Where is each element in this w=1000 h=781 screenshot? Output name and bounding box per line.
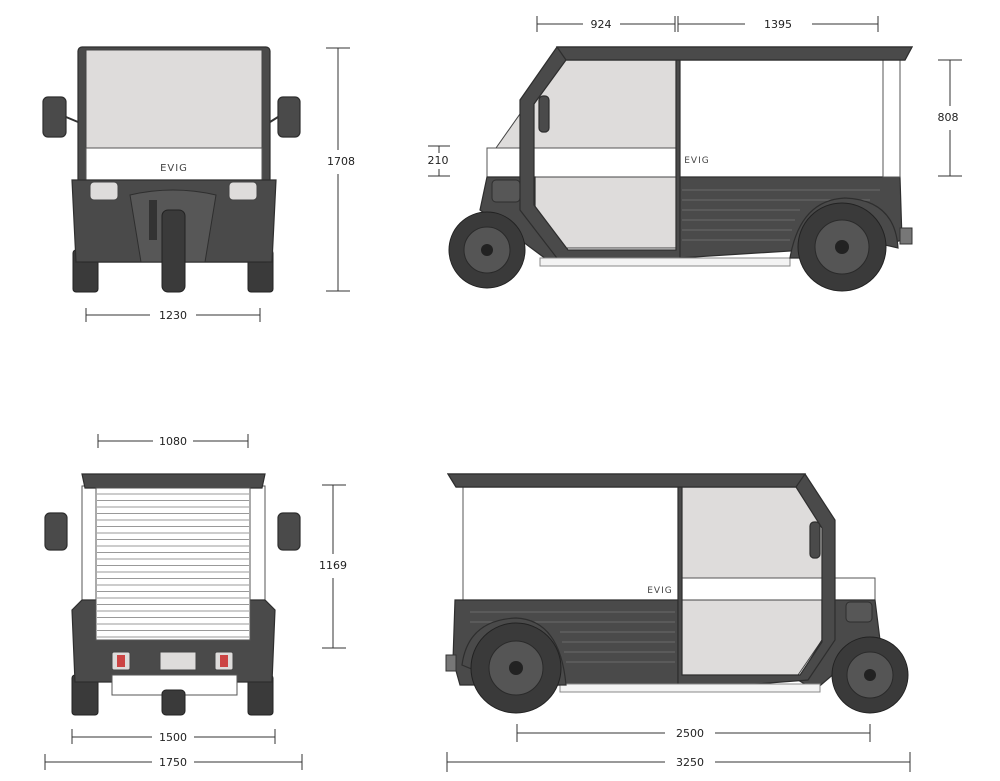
rear-view-left-mirror: [44, 512, 68, 551]
rear-view-roof: [81, 473, 266, 489]
dimension-cab-length: 924: [536, 16, 676, 32]
front-view: EVIG: [42, 46, 301, 293]
dimension-door-width: 1080: [97, 434, 249, 448]
svg-text:1169: 1169: [319, 559, 347, 572]
front-view-left-mirror: [42, 96, 67, 138]
side-view-headlight: [491, 179, 521, 203]
dimension-overall-length: 3250: [446, 752, 911, 772]
svg-text:2500: 2500: [676, 727, 704, 740]
dimension-door-height: 1169: [319, 484, 347, 649]
front-view-right-headlight: [228, 181, 258, 201]
dimension-cargo-height: 808: [938, 59, 962, 177]
svg-text:1230: 1230: [159, 309, 187, 322]
rear-view-roller-door-slats: [97, 493, 249, 638]
side-view-right-headlight: [845, 601, 873, 623]
svg-text:3250: 3250: [676, 756, 704, 769]
side-view-right-roof: [446, 473, 807, 488]
side-view-right-logo: EVIG: [647, 586, 672, 596]
front-view-white-band: [85, 147, 263, 181]
side-view-right-door-lower: [681, 599, 823, 676]
side-view-left: EVIG: [448, 46, 914, 292]
dimension-overall-width: 1750: [44, 754, 303, 770]
front-view-center-wheel: [161, 209, 186, 293]
dimension-band-height: 210: [428, 145, 450, 177]
svg-text:1708: 1708: [327, 155, 355, 168]
side-view-right-chassis: [559, 683, 821, 693]
side-view-logo: EVIG: [684, 156, 709, 166]
svg-text:1750: 1750: [159, 756, 187, 769]
front-view-windshield: [85, 49, 263, 149]
side-view-cargo-slats: [682, 189, 880, 241]
side-view-roof: [555, 46, 914, 61]
side-view-chassis: [539, 257, 791, 267]
side-view-right-rear-bumper: [445, 654, 457, 672]
svg-text:1500: 1500: [159, 731, 187, 744]
svg-text:808: 808: [938, 111, 959, 124]
dimension-front-height: 1708: [326, 47, 355, 292]
dimension-cargo-length: 1395: [677, 16, 879, 32]
rear-view-license-plate: [159, 651, 197, 671]
rear-view-right-mirror: [277, 512, 301, 551]
front-view-right-mirror: [277, 96, 301, 138]
front-view-left-headlight: [89, 181, 119, 201]
rear-view: [44, 473, 301, 716]
side-view-right-cargo-panel: [462, 486, 679, 601]
svg-text:1395: 1395: [764, 18, 792, 31]
svg-text:1080: 1080: [159, 435, 187, 448]
dimension-front-track: 1230: [85, 308, 261, 322]
dimension-wheelbase: 2500: [516, 724, 871, 742]
side-view-right-mirror: [809, 521, 821, 559]
rear-view-center-wheel: [161, 689, 186, 716]
side-view-cab-band: [486, 147, 677, 178]
svg-text:924: 924: [591, 18, 612, 31]
front-view-shock-absorber: [149, 200, 157, 240]
side-view-right-cab-band: [681, 577, 823, 601]
side-view-rear-bumper: [899, 227, 913, 245]
side-view-mirror: [538, 95, 550, 133]
svg-text:210: 210: [428, 154, 449, 167]
side-view-rear-pillar: [882, 59, 901, 178]
dimension-rear-track: 1500: [71, 729, 276, 744]
side-view-right: EVIG: [445, 473, 909, 714]
front-view-logo: EVIG: [160, 163, 188, 174]
